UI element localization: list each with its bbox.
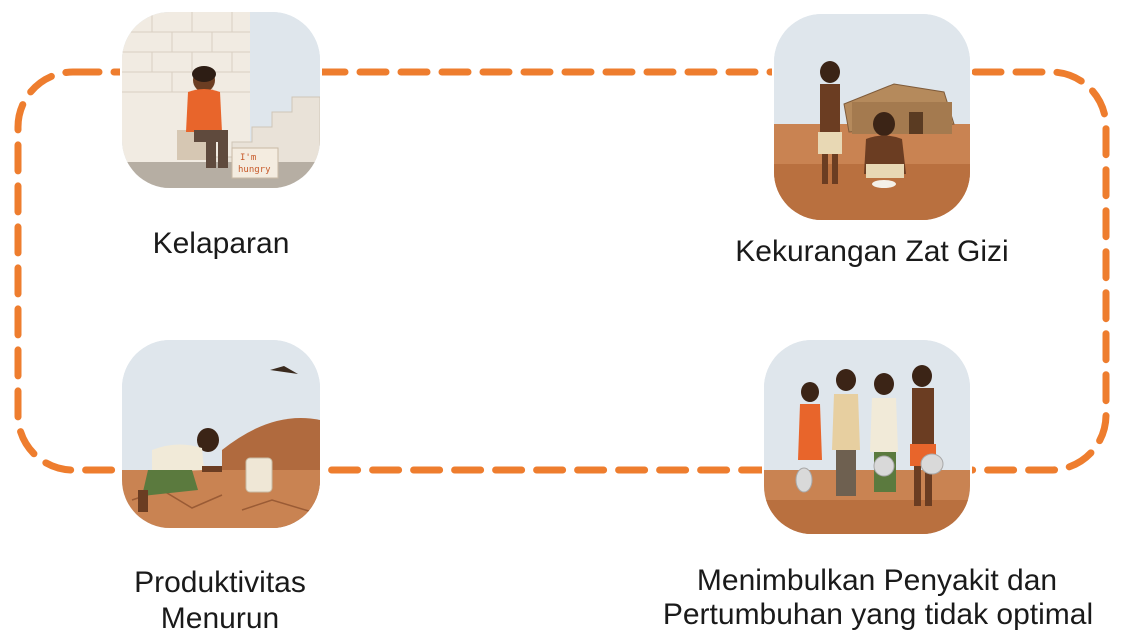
node-label-produktivitas-line2: Menurun — [160, 602, 280, 635]
menimbulkan-penyakit-illustration — [764, 340, 970, 534]
node-label-penyakit-line1: Menimbulkan Penyakit dan — [696, 564, 1058, 597]
node-label-penyakit-line2: Pertumbuhan yang tidak optimal — [662, 598, 1094, 631]
sign-text-2: hungry — [238, 165, 271, 175]
produktivitas-menurun-illustration — [122, 340, 320, 528]
node-label-produktivitas-line1: Produktivitas — [134, 566, 306, 599]
node-label-kelaparan: Kelaparan — [152, 227, 290, 260]
sign-text-1: I'm — [240, 153, 256, 163]
dashed-cycle-path — [14, 68, 1110, 474]
kelaparan-illustration: I'm hungry — [122, 12, 320, 188]
node-label-kekurangan-zat-gizi: Kekurangan Zat Gizi — [735, 235, 1009, 268]
kekurangan-zat-gizi-illustration — [774, 14, 970, 220]
